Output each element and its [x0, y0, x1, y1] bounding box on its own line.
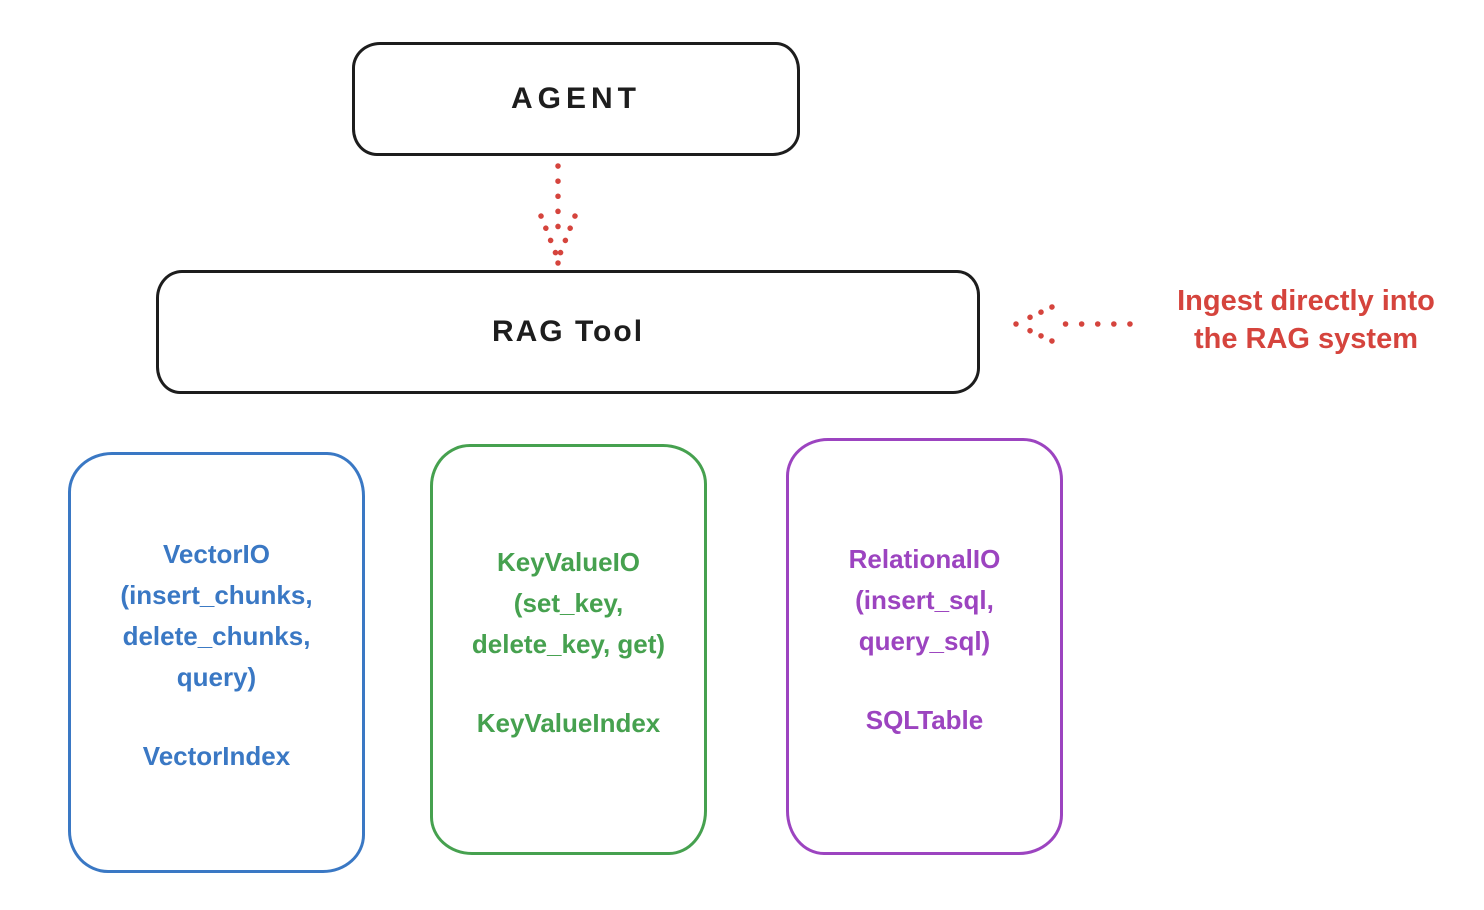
backend-box-relational-io: RelationalIO (insert_sql, query_sql) SQL… — [786, 438, 1063, 855]
rag-tool-label: RAG Tool — [491, 315, 645, 348]
agent-box: AGENT — [352, 42, 800, 156]
backend-text-line: (insert_sql, — [855, 584, 994, 615]
backend-methods: VectorIO (insert_chunks, delete_chunks, … — [120, 534, 312, 777]
backend-text-line: query) — [176, 662, 257, 692]
backend-text-line: delete_chunks, — [122, 621, 311, 651]
backend-index-label: KeyValueIndex — [476, 707, 661, 738]
backend-text-line: (set_key, — [513, 587, 624, 618]
backend-box-keyvalue-io: KeyValueIO (set_key, delete_key, get) Ke… — [430, 444, 707, 855]
backend-text-line: RelationalIO — [848, 543, 1001, 574]
annotation-to-rag-dotted-arrow-icon — [1013, 304, 1133, 344]
ingest-annotation-line-2: the RAG system — [1193, 323, 1418, 355]
backend-index-label: VectorIndex — [142, 741, 291, 771]
backend-text-line: delete_key, get) — [471, 628, 666, 659]
backend-methods: KeyValueIO (set_key, delete_key, get) Ke… — [472, 542, 665, 744]
backend-index-label: SQLTable — [865, 704, 984, 735]
backend-text-line: (insert_chunks, — [120, 580, 313, 610]
agent-label: AGENT — [511, 82, 641, 115]
backend-text-line: KeyValueIO — [496, 546, 641, 577]
rag-tool-box: RAG Tool — [156, 270, 980, 394]
agent-to-rag-dotted-arrow-icon — [538, 163, 578, 266]
backend-box-vector-io: VectorIO (insert_chunks, delete_chunks, … — [68, 452, 365, 873]
ingest-annotation: Ingest directly into the RAG system — [1128, 282, 1484, 358]
backend-text-line: query_sql) — [858, 625, 991, 656]
ingest-annotation-line-1: Ingest directly into — [1177, 285, 1435, 317]
backend-text-line: VectorIO — [163, 539, 270, 569]
backend-methods: RelationalIO (insert_sql, query_sql) SQL… — [849, 539, 1001, 741]
